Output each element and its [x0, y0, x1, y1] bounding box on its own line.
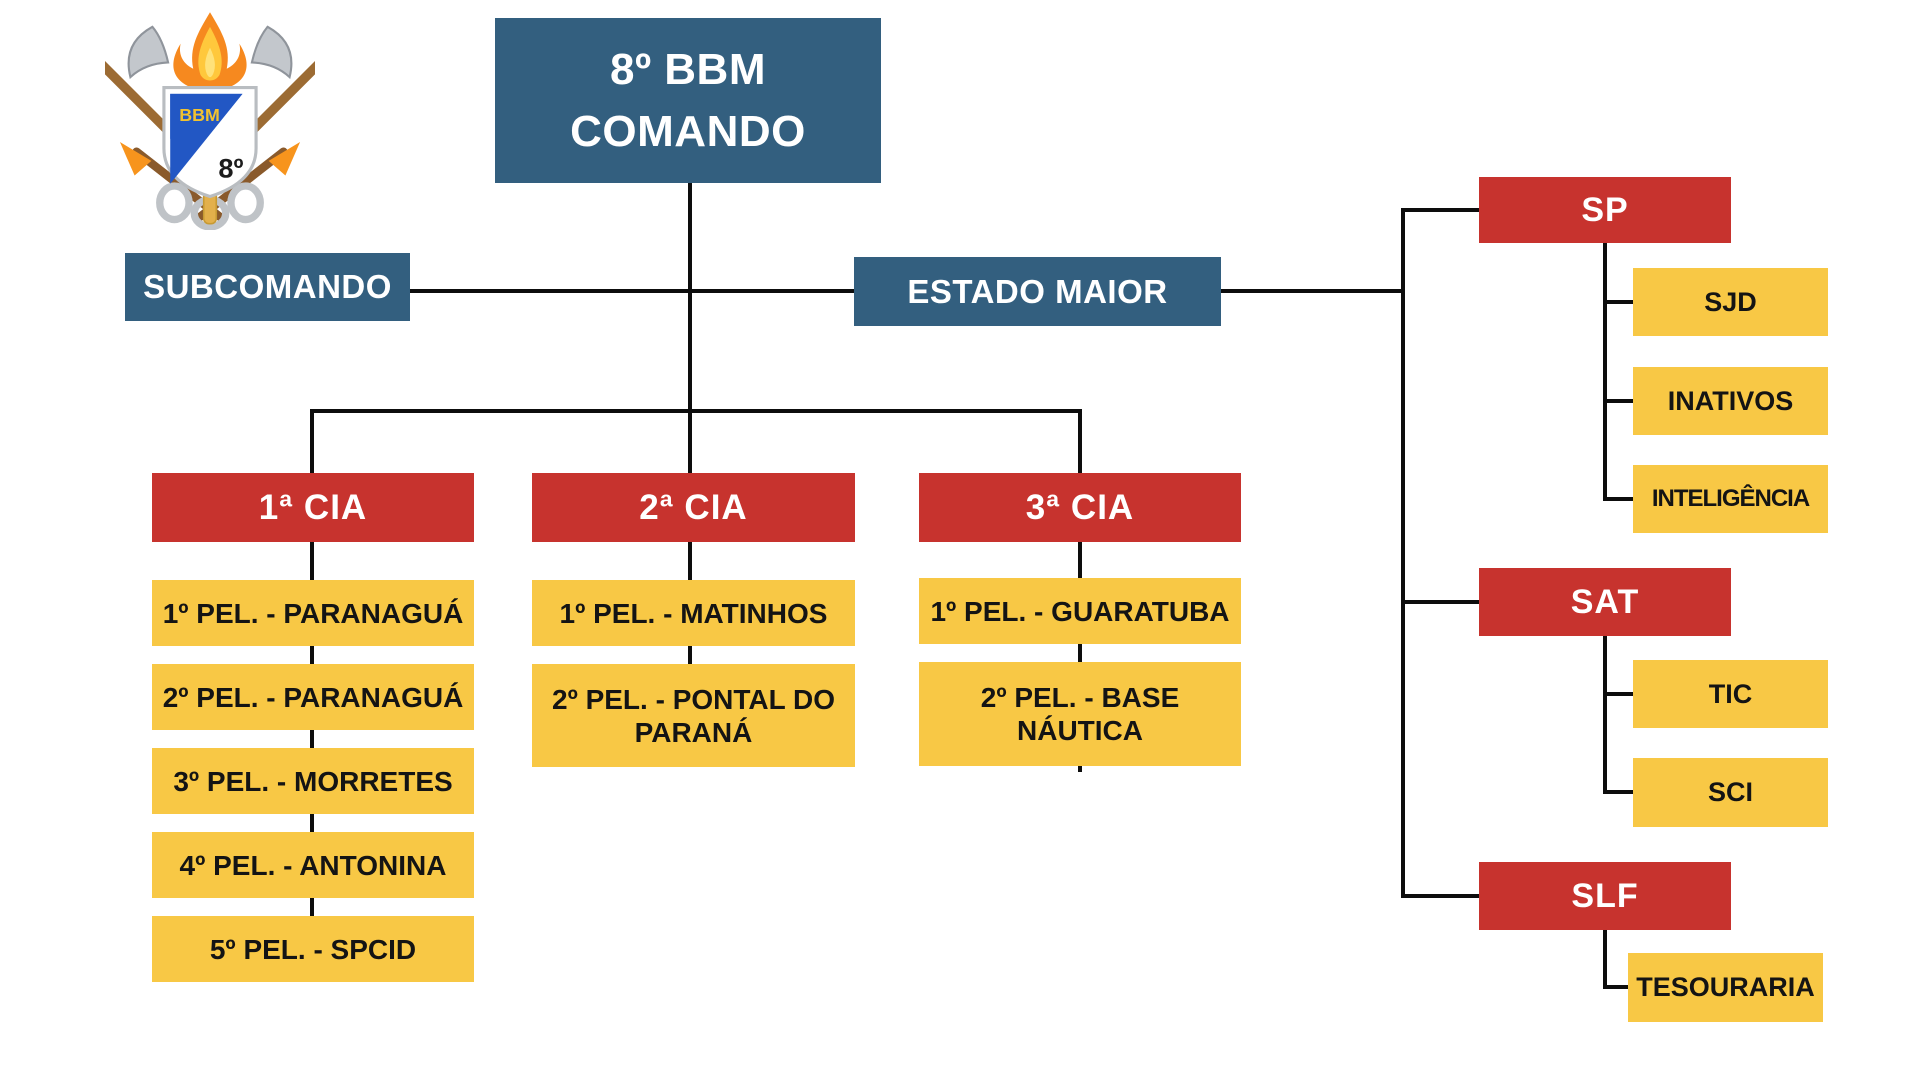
node-tic: TIC	[1633, 660, 1828, 728]
node-cia-1-label: 1ª CIA	[258, 487, 368, 527]
node-sjd-label: SJD	[1704, 286, 1757, 317]
connector-tesouraria-stub	[1603, 985, 1628, 989]
node-pel-2-1-label: 1º PEL. - MATINHOS	[559, 597, 828, 629]
node-inativos-label: INATIVOS	[1667, 385, 1794, 416]
node-sjd: SJD	[1633, 268, 1828, 336]
node-cia-1: 1ª CIA	[152, 473, 474, 542]
connector-comando-spine	[688, 183, 692, 666]
connector-slf-children-spine	[1603, 928, 1607, 989]
node-sp-label: SP	[1581, 190, 1629, 229]
node-sat: SAT	[1479, 568, 1731, 636]
node-pel-3-2: 2º PEL. - BASE NÁUTICA	[919, 662, 1241, 766]
node-pel-1-5: 5º PEL. - SPCID	[152, 916, 474, 982]
node-estado-maior: ESTADO MAIOR	[854, 257, 1221, 326]
crest-unit-number: 8º	[218, 153, 243, 184]
bbm-crest-logo: BBM 8º	[105, 12, 315, 230]
node-pel-1-4-label: 4º PEL. - ANTONINA	[179, 849, 447, 881]
connector-inativos-stub	[1603, 399, 1633, 403]
node-pel-3-1: 1º PEL. - GUARATUBA	[919, 578, 1241, 644]
node-pel-3-2-label: 2º PEL. - BASE NÁUTICA	[980, 682, 1180, 746]
node-pel-1-2: 2º PEL. - PARANAGUÁ	[152, 664, 474, 730]
node-sci-label: SCI	[1707, 777, 1753, 807]
node-sp: SP	[1479, 177, 1731, 243]
node-pel-2-2-label: 2º PEL. - PONTAL DO PARANÁ	[552, 683, 835, 748]
node-sat-label: SAT	[1570, 582, 1640, 621]
node-comando: 8º BBM COMANDO	[495, 18, 881, 183]
connector-inteligencia-stub	[1603, 497, 1633, 501]
node-pel-1-2-label: 2º PEL. - PARANAGUÁ	[162, 681, 464, 713]
node-comando-line2: COMANDO	[570, 106, 806, 156]
node-subcomando-label: SUBCOMANDO	[143, 268, 392, 305]
node-inativos: INATIVOS	[1633, 367, 1828, 435]
node-pel-1-3-label: 3º PEL. - MORRETES	[173, 765, 453, 797]
node-pel-1-1: 1º PEL. - PARANAGUÁ	[152, 580, 474, 646]
node-estado-maior-label: ESTADO MAIOR	[907, 272, 1168, 310]
node-pel-3-1-label: 1º PEL. - GUARATUBA	[930, 595, 1230, 627]
node-slf-label: SLF	[1571, 876, 1639, 915]
connector-cia-branch	[310, 409, 1082, 413]
node-cia-2-label: 2ª CIA	[639, 487, 748, 527]
node-tesouraria: TESOURARIA	[1628, 953, 1823, 1022]
crest-bbm-text: BBM	[179, 105, 220, 125]
connector-sjd-stub	[1603, 300, 1633, 304]
connector-subcomando-estado	[410, 289, 854, 293]
connector-sp-stub	[1401, 208, 1479, 212]
connector-slf-stub	[1401, 894, 1479, 898]
node-pel-1-3: 3º PEL. - MORRETES	[152, 748, 474, 814]
crest-rope-icon	[156, 182, 264, 230]
node-pel-2-1: 1º PEL. - MATINHOS	[532, 580, 855, 646]
connector-sat-stub	[1401, 600, 1479, 604]
node-inteligencia: INTELIGÊNCIA	[1633, 465, 1828, 533]
node-slf: SLF	[1479, 862, 1731, 930]
connector-tic-stub	[1603, 692, 1633, 696]
node-pel-1-5-label: 5º PEL. - SPCID	[209, 933, 417, 965]
node-cia-2: 2ª CIA	[532, 473, 855, 542]
connector-sci-stub	[1603, 790, 1633, 794]
node-tic-label: TIC	[1708, 678, 1753, 709]
node-pel-2-2: 2º PEL. - PONTAL DO PARANÁ	[532, 664, 855, 767]
node-comando-line1: 8º BBM	[610, 44, 766, 94]
node-sci: SCI	[1633, 758, 1828, 827]
node-cia-3-label: 3ª CIA	[1025, 487, 1135, 527]
connector-estado-trunk	[1221, 289, 1403, 293]
node-inteligencia-label: INTELIGÊNCIA	[1651, 485, 1810, 512]
node-pel-1-1-label: 1º PEL. - PARANAGUÁ	[162, 597, 464, 629]
connector-sat-children-spine	[1603, 634, 1607, 794]
node-tesouraria-label: TESOURARIA	[1636, 972, 1815, 1002]
connector-right-trunk	[1401, 208, 1405, 898]
connector-sp-children-spine	[1603, 241, 1607, 501]
node-subcomando: SUBCOMANDO	[125, 253, 410, 321]
connector-cia1-spine	[310, 409, 314, 918]
crest-shield: BBM 8º	[162, 86, 258, 199]
node-cia-3: 3ª CIA	[919, 473, 1241, 542]
node-pel-1-4: 4º PEL. - ANTONINA	[152, 832, 474, 898]
